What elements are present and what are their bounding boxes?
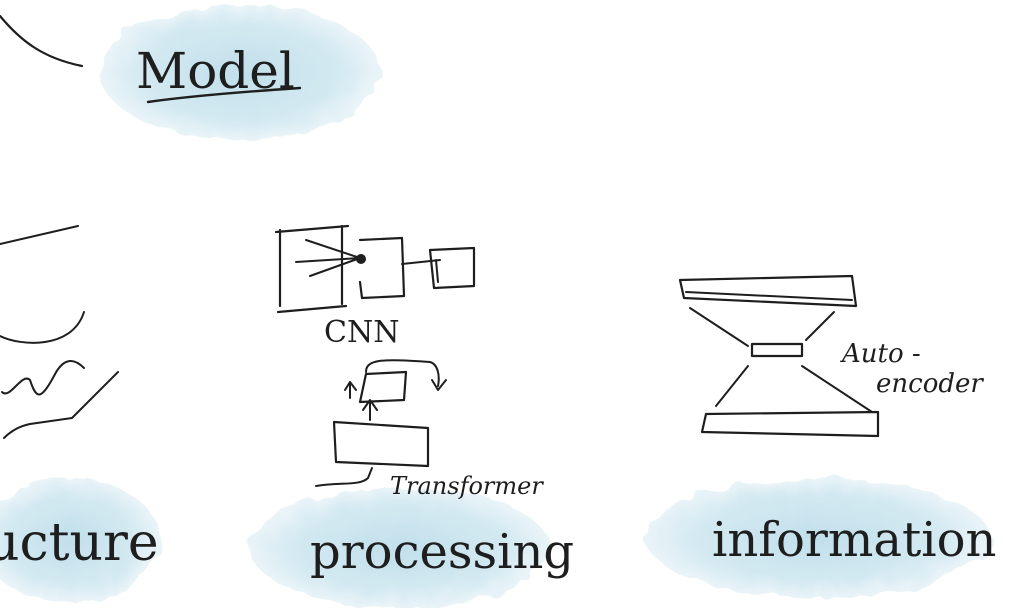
cnn-sketch <box>274 224 476 314</box>
information-highlight-blob <box>646 478 990 598</box>
cnn-label: CNN <box>324 315 399 350</box>
model-underline <box>146 86 302 104</box>
autoencoder-label-line2: encoder <box>876 369 984 399</box>
processing-label: processing <box>310 524 574 580</box>
transformer-label: Transformer <box>390 472 544 500</box>
connector-curve <box>0 14 84 68</box>
structure-highlight-blob <box>0 478 160 602</box>
transformer-sketch <box>315 359 447 487</box>
left-partial-sketch <box>0 225 119 439</box>
processing-highlight-blob <box>250 488 550 608</box>
model-label: Model <box>136 42 295 100</box>
autoencoder-sketch <box>678 274 880 438</box>
information-label: information <box>712 512 996 568</box>
model-highlight-blob <box>100 4 380 140</box>
structure-label: ucture <box>0 513 159 573</box>
autoencoder-label-line1: Auto - <box>840 339 921 369</box>
